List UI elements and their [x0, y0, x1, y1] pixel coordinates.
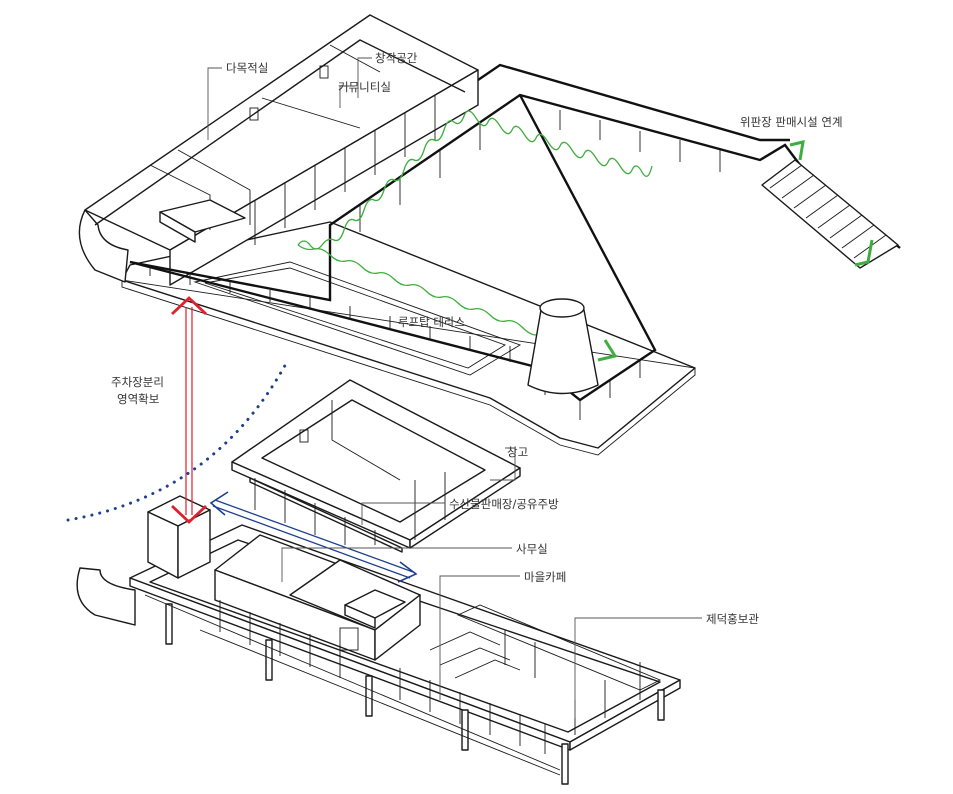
ground-floor: [76, 495, 681, 785]
label-consignment-link: 위판장 판매시설 연계: [740, 115, 843, 129]
ground-circulation-arrow: [209, 491, 418, 583]
label-parking-line1: 주차장분리: [111, 375, 164, 389]
label-rooftop-terrace: 루프탑 테라스: [398, 315, 465, 329]
label-storage: 창고: [507, 445, 528, 459]
path-arrow-right: [597, 339, 618, 362]
label-promo-hall: 제덕홍보관: [706, 612, 759, 626]
cone-skylight: [527, 298, 599, 395]
boundary-dotted-arc: [66, 358, 290, 522]
circulation-path: [297, 110, 653, 336]
label-creative-space: 창작공간: [375, 51, 418, 65]
path-arrow-top: [789, 140, 805, 161]
parking-separation-arrow: [171, 296, 207, 524]
label-village-cafe: 마을카페: [524, 570, 566, 584]
bridge-stair: [761, 159, 899, 269]
label-group: 다목적실 창작공간 커뮤니티실 위판장 판매시설 연계 루프탑 테라스 주차장분…: [111, 51, 843, 626]
leader-lines: [207, 57, 702, 718]
label-multipurpose-room: 다목적실: [226, 61, 268, 75]
ground-columns: [165, 603, 665, 785]
rooftop-slab-edge: [121, 279, 696, 456]
label-community-room: 커뮤니티실: [338, 80, 391, 94]
upper-round-end: [78, 209, 129, 283]
path-arrow-bottom: [854, 239, 874, 267]
middle-pavilion: [231, 379, 521, 553]
label-seafood-store: 수산물판매장/공유주방: [449, 497, 559, 511]
label-office: 사무실: [516, 542, 548, 556]
upper-floor: [78, 14, 901, 456]
terrace-pool: [193, 261, 522, 376]
label-parking-line2: 영역확보: [117, 392, 159, 406]
